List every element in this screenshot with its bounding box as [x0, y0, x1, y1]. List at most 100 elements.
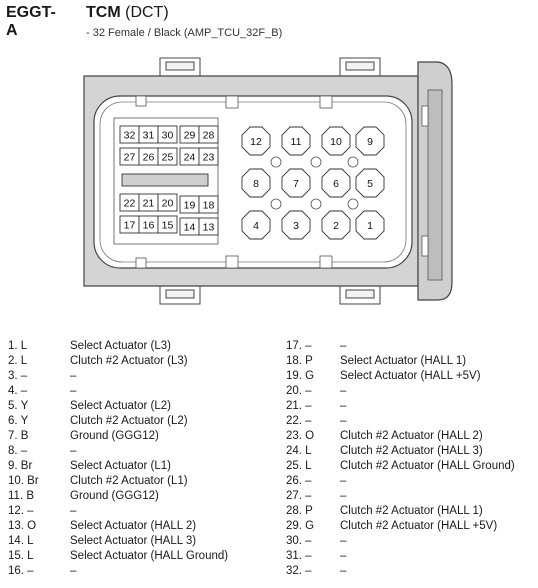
pin-label: 30 [162, 130, 174, 142]
pin-cell [241, 168, 271, 198]
pin-label: 10 [330, 136, 342, 148]
guide-post [310, 156, 322, 168]
pin-cell [355, 210, 385, 240]
pin-label: 6 [333, 178, 339, 190]
pin-number: 24. L [286, 445, 312, 457]
pin-description: Select Actuator (HALL 1) [340, 355, 467, 367]
pin-label: 5 [367, 178, 373, 190]
bottom-tabs [159, 285, 381, 305]
latch-slot [121, 173, 209, 187]
pin-description: – [340, 340, 347, 352]
pin-number: 31. – [286, 550, 312, 562]
pin-number: 4. – [8, 385, 28, 397]
pin-number: 23. O [286, 430, 315, 442]
pin-number: 10. Br [8, 475, 39, 487]
pin-number: 27. – [286, 490, 312, 502]
pin-description: – [340, 535, 347, 547]
pin-number: 16. – [8, 565, 34, 577]
pin-label: 32 [124, 130, 136, 142]
pin-label: 22 [124, 198, 136, 210]
pin-number: 15. L [8, 550, 34, 562]
pin-label: 3 [293, 220, 299, 232]
pin-description: – [340, 490, 347, 502]
pin-label: 25 [162, 152, 174, 164]
pin-cell [198, 217, 219, 236]
pin-cell [198, 195, 219, 214]
pin-number: 32. – [286, 565, 312, 577]
pin-number: 1. L [8, 340, 28, 352]
guide-post [270, 156, 282, 168]
pin-description: Clutch #2 Actuator (HALL +5V) [340, 520, 498, 532]
module-suffix: (DCT) [125, 4, 169, 21]
pin-description: Clutch #2 Actuator (L1) [70, 475, 188, 487]
pin-label: 2 [333, 220, 339, 232]
pin-number: 11. B [8, 490, 34, 502]
pin-description: – [70, 445, 77, 457]
pin-number: 9. Br [8, 460, 33, 472]
pin-cell [198, 147, 219, 166]
pin-cell [281, 168, 311, 198]
pin-description: – [340, 565, 347, 577]
pin-description: – [340, 550, 347, 562]
pin-cell [281, 210, 311, 240]
pin-number: 6. Y [8, 415, 29, 427]
connector-code: EGGT-A [6, 4, 56, 39]
pin-description: Clutch #2 Actuator (L2) [70, 415, 188, 427]
pin-label: 20 [162, 198, 174, 210]
pin-number: 7. B [8, 430, 29, 442]
pin-description: Select Actuator (HALL Ground) [70, 550, 229, 562]
pin-number: 20. – [286, 385, 312, 397]
pin-label: 19 [184, 200, 196, 212]
pin-label: 21 [143, 198, 155, 210]
pin-cell [157, 215, 178, 234]
pin-label: 8 [253, 178, 259, 190]
guide-post [347, 156, 359, 168]
module-title: TCM (DCT) [86, 4, 169, 22]
pin-label: 18 [203, 200, 215, 212]
connector-subtitle: - 32 Female / Black (AMP_TCU_32F_B) [86, 27, 283, 39]
guide-post [270, 198, 282, 210]
pin-description: Clutch #2 Actuator (HALL 2) [340, 430, 483, 442]
pin-cell [157, 147, 178, 166]
pin-cell [157, 193, 178, 212]
pin-number: 13. O [8, 520, 37, 532]
pin-number: 3. – [8, 370, 28, 382]
pin-cell [321, 210, 351, 240]
pin-number: 28. P [286, 505, 313, 517]
pin-label: 17 [124, 220, 136, 232]
pin-cell [355, 168, 385, 198]
pin-cell [321, 168, 351, 198]
pin-number: 26. – [286, 475, 312, 487]
pin-number: 21. – [286, 400, 312, 412]
guide-post [347, 198, 359, 210]
pin-cell [241, 210, 271, 240]
guide-notches [135, 95, 333, 269]
pin-description: Clutch #2 Actuator (HALL Ground) [340, 460, 515, 472]
pin-description: Select Actuator (HALL +5V) [340, 370, 481, 382]
pin-description: – [340, 415, 347, 427]
pin-number: 14. L [8, 535, 34, 547]
pin-description: – [70, 385, 77, 397]
pin-label: 26 [143, 152, 155, 164]
pin-number: 12. – [8, 505, 34, 517]
pin-label: 28 [203, 130, 215, 142]
pin-number: 8. – [8, 445, 28, 457]
pin-number: 22. – [286, 415, 312, 427]
pin-number: 18. P [286, 355, 313, 367]
pin-number: 25. L [286, 460, 312, 472]
top-tabs [159, 57, 381, 77]
pin-description: Ground (GGG12) [70, 490, 159, 502]
pin-cell [281, 126, 311, 156]
pin-label: 27 [124, 152, 136, 164]
pin-description: Select Actuator (L1) [70, 460, 171, 472]
pin-cell [157, 125, 178, 144]
pin-number: 5. Y [8, 400, 29, 412]
pin-description: – [340, 475, 347, 487]
pin-cell [241, 126, 271, 156]
pin-description: – [340, 400, 347, 412]
pin-label: 11 [291, 136, 302, 148]
pin-description: Select Actuator (HALL 3) [70, 535, 197, 547]
